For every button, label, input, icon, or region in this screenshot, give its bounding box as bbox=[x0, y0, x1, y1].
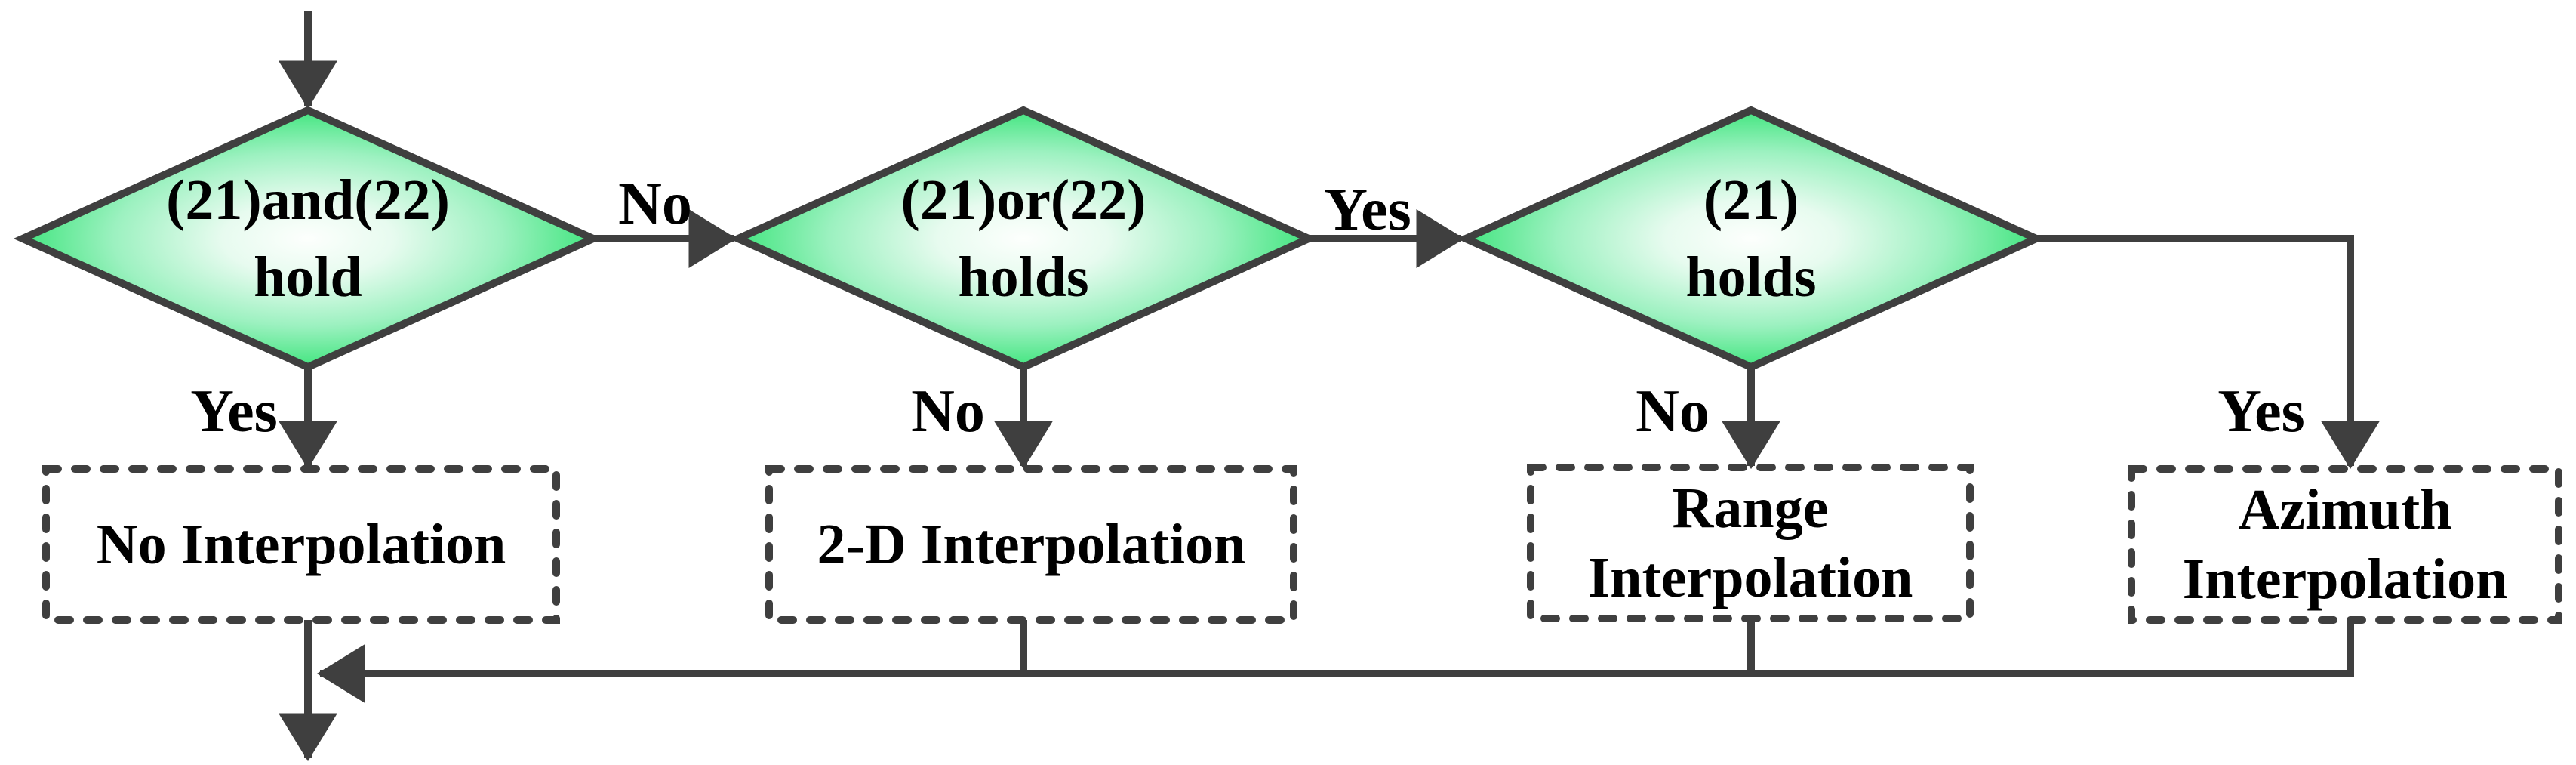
decision-diamond-3 bbox=[1456, 106, 2046, 372]
decision-1-label: (21)and(22) hold bbox=[82, 110, 534, 367]
result-3-line2: Interpolation bbox=[1587, 546, 1913, 609]
result-4-line1: Azimuth bbox=[2238, 478, 2452, 541]
edge-label-d3-no: No bbox=[1636, 378, 1710, 445]
edge-decision3-to-result4 bbox=[2036, 235, 2380, 470]
decision-2-line1: (21)or(22) bbox=[900, 168, 1146, 232]
decision-diamond-1 bbox=[13, 106, 603, 372]
result-2-label: 2-D Interpolation bbox=[769, 469, 1294, 620]
result-box-2 bbox=[765, 465, 1297, 624]
edge-label-d2-yes: Yes bbox=[1324, 177, 1411, 243]
result-box-4 bbox=[2128, 465, 2562, 624]
decision-3-line2: holds bbox=[1685, 245, 1817, 309]
edge-label-d3-yes: Yes bbox=[2217, 378, 2305, 445]
edge-merge-line bbox=[316, 620, 2354, 703]
edge-label-d1-no: No bbox=[618, 171, 692, 237]
decision-1-line2: hold bbox=[254, 245, 362, 309]
result-4-label: Azimuth Interpolation bbox=[2131, 469, 2559, 620]
edge-label-d2-no: No bbox=[911, 378, 985, 445]
result-4-line2: Interpolation bbox=[2182, 548, 2508, 611]
edge-label-d1-yes: Yes bbox=[190, 378, 278, 445]
decision-3-label: (21) holds bbox=[1525, 110, 1977, 367]
result-box-3 bbox=[1527, 464, 1974, 622]
result-1-label: No Interpolation bbox=[46, 469, 556, 620]
decision-2-label: (21)or(22) holds bbox=[797, 110, 1250, 367]
decision-2-line2: holds bbox=[958, 245, 1089, 309]
decision-3-line1: (21) bbox=[1703, 168, 1799, 232]
result-3-line1: Range bbox=[1672, 477, 1829, 540]
result-box-1 bbox=[42, 465, 560, 624]
result-1-line1: No Interpolation bbox=[96, 513, 506, 576]
result-2-line1: 2-D Interpolation bbox=[817, 513, 1246, 576]
result-3-label: Range Interpolation bbox=[1531, 467, 1970, 618]
decision-diamond-2 bbox=[728, 106, 1319, 372]
decision-1-line1: (21)and(22) bbox=[166, 168, 450, 232]
